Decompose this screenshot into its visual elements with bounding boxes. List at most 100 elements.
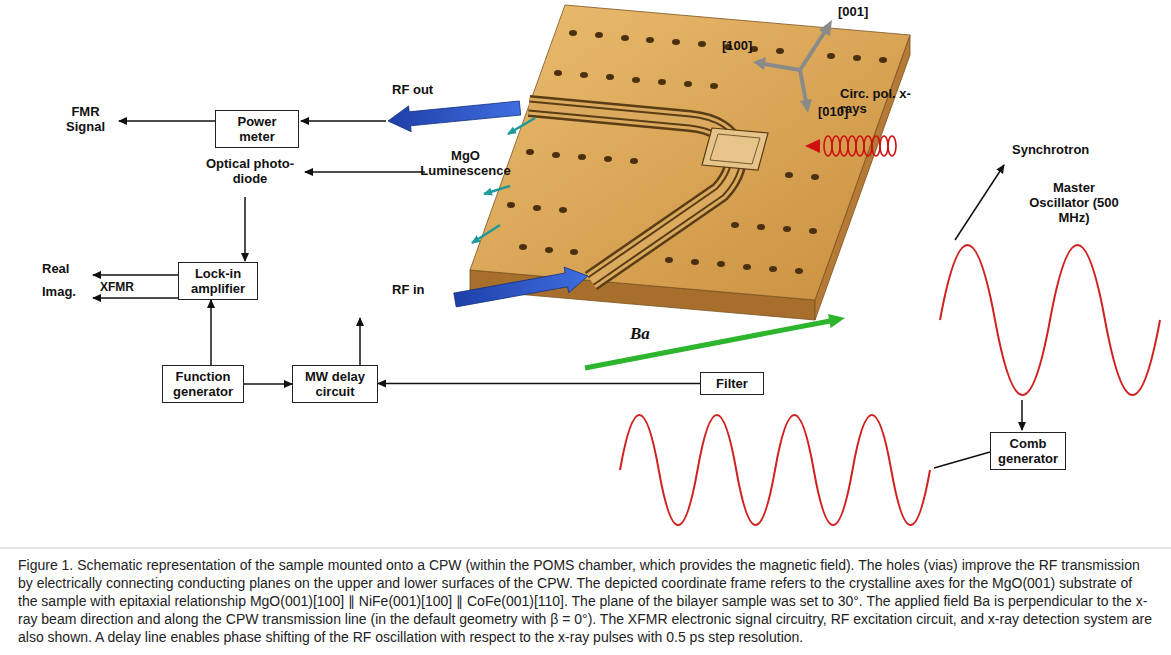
x-ray-beam <box>856 136 864 156</box>
process-box: Lock-in amplifier <box>178 262 258 300</box>
process-box: MW delay circuit <box>292 365 378 403</box>
via-holes <box>580 72 588 78</box>
connector-arrow <box>210 300 212 365</box>
connector-arrow <box>244 383 292 385</box>
sample <box>702 128 768 170</box>
via-holes <box>785 172 793 178</box>
signal-wires <box>305 171 425 173</box>
annotation-label: Real <box>42 261 69 276</box>
x-ray-beam <box>832 136 840 156</box>
signal-wires <box>93 121 1022 468</box>
box-label: Power meter <box>220 114 294 144</box>
via-holes <box>630 158 638 164</box>
annotation-label: [001] <box>838 4 868 19</box>
via-holes <box>526 149 534 155</box>
annotation-label: Circ. pol. x-rays <box>840 86 912 116</box>
box-label: Filter <box>705 376 759 391</box>
rf-out-arrow <box>388 101 521 132</box>
via-holes <box>769 266 777 272</box>
x-ray-beam <box>848 136 856 156</box>
via-holes <box>665 257 673 263</box>
comb-wave <box>620 415 930 525</box>
signal-wires <box>93 297 178 299</box>
luminescence-arrows <box>508 118 535 134</box>
transmission-line <box>529 106 736 281</box>
signal-wires <box>359 318 361 365</box>
via-holes <box>710 83 718 89</box>
signal-wires <box>93 274 178 276</box>
annotation-label: FMR Signal <box>58 104 113 134</box>
via-holes <box>604 156 612 162</box>
annotation-label: MgO Luminescence <box>418 148 513 178</box>
annotation-label: RF in <box>392 282 425 297</box>
field-arrow <box>585 321 830 368</box>
box-label: Function generator <box>167 369 239 399</box>
x-ray-beam <box>840 136 848 156</box>
crystal-axes <box>819 20 832 36</box>
box-label: MW delay circuit <box>297 369 373 399</box>
via-holes <box>698 41 706 47</box>
cpw-board <box>470 5 910 300</box>
signal-wires <box>244 197 246 261</box>
via-holes <box>757 224 765 230</box>
via-holes <box>569 30 577 36</box>
via-holes <box>684 81 692 87</box>
via-holes <box>507 30 887 274</box>
signal-wires <box>119 120 215 122</box>
via-holes <box>672 39 680 45</box>
annotation-label: XFMR <box>100 280 134 294</box>
box-label: Comb generator <box>995 436 1061 466</box>
x-ray-beam <box>872 136 880 156</box>
via-holes <box>743 264 751 270</box>
crystal-axes <box>753 57 766 70</box>
via-holes <box>621 35 629 41</box>
annotation-label: [100] <box>722 38 752 53</box>
via-holes <box>533 205 541 211</box>
crystal-axes <box>800 99 812 113</box>
crystal-axes <box>764 64 800 70</box>
luminescence-arrows <box>472 225 500 243</box>
via-holes <box>731 222 739 228</box>
via-holes <box>507 202 515 208</box>
via-holes <box>691 259 699 265</box>
via-holes <box>646 37 654 43</box>
luminescence-arrows <box>484 186 510 194</box>
via-holes <box>632 77 640 83</box>
master-wave <box>940 245 1160 395</box>
via-holes <box>809 228 817 234</box>
via-holes <box>552 152 560 158</box>
via-holes <box>658 79 666 85</box>
annotation-label: RF out <box>392 82 433 97</box>
via-holes <box>559 207 567 213</box>
annotation-label: Imag. <box>42 284 76 299</box>
via-holes <box>795 268 803 274</box>
via-holes <box>717 261 725 267</box>
crystal-axes <box>753 20 832 113</box>
via-holes <box>783 226 791 232</box>
field-arrow <box>585 314 845 368</box>
via-holes <box>545 247 553 253</box>
annotation-label: Ba <box>630 324 650 343</box>
x-ray-beam <box>864 136 872 156</box>
x-ray-beam <box>888 136 896 156</box>
process-box: Comb generator <box>990 432 1066 470</box>
annotation-label: Optical photo-diode <box>200 156 300 186</box>
x-ray-beam <box>805 139 820 153</box>
rf-in-arrow <box>454 267 588 307</box>
x-ray-beam <box>824 136 832 156</box>
via-holes <box>554 70 562 76</box>
via-holes <box>776 48 784 54</box>
x-ray-beam <box>880 136 888 156</box>
cpw-board <box>470 5 910 320</box>
crystal-axes <box>800 30 826 70</box>
transmission-line <box>529 106 736 281</box>
process-box: Power meter <box>215 110 299 148</box>
signal-wires <box>955 165 1004 240</box>
annotation-label: Synchrotron <box>1012 142 1089 157</box>
signal-wires <box>1021 400 1023 430</box>
figure-caption: Figure 1. Schematic representation of th… <box>18 556 1153 646</box>
caption-rule <box>0 548 1171 549</box>
via-holes <box>606 74 614 80</box>
sample <box>710 134 760 164</box>
transmission-line <box>529 106 736 281</box>
